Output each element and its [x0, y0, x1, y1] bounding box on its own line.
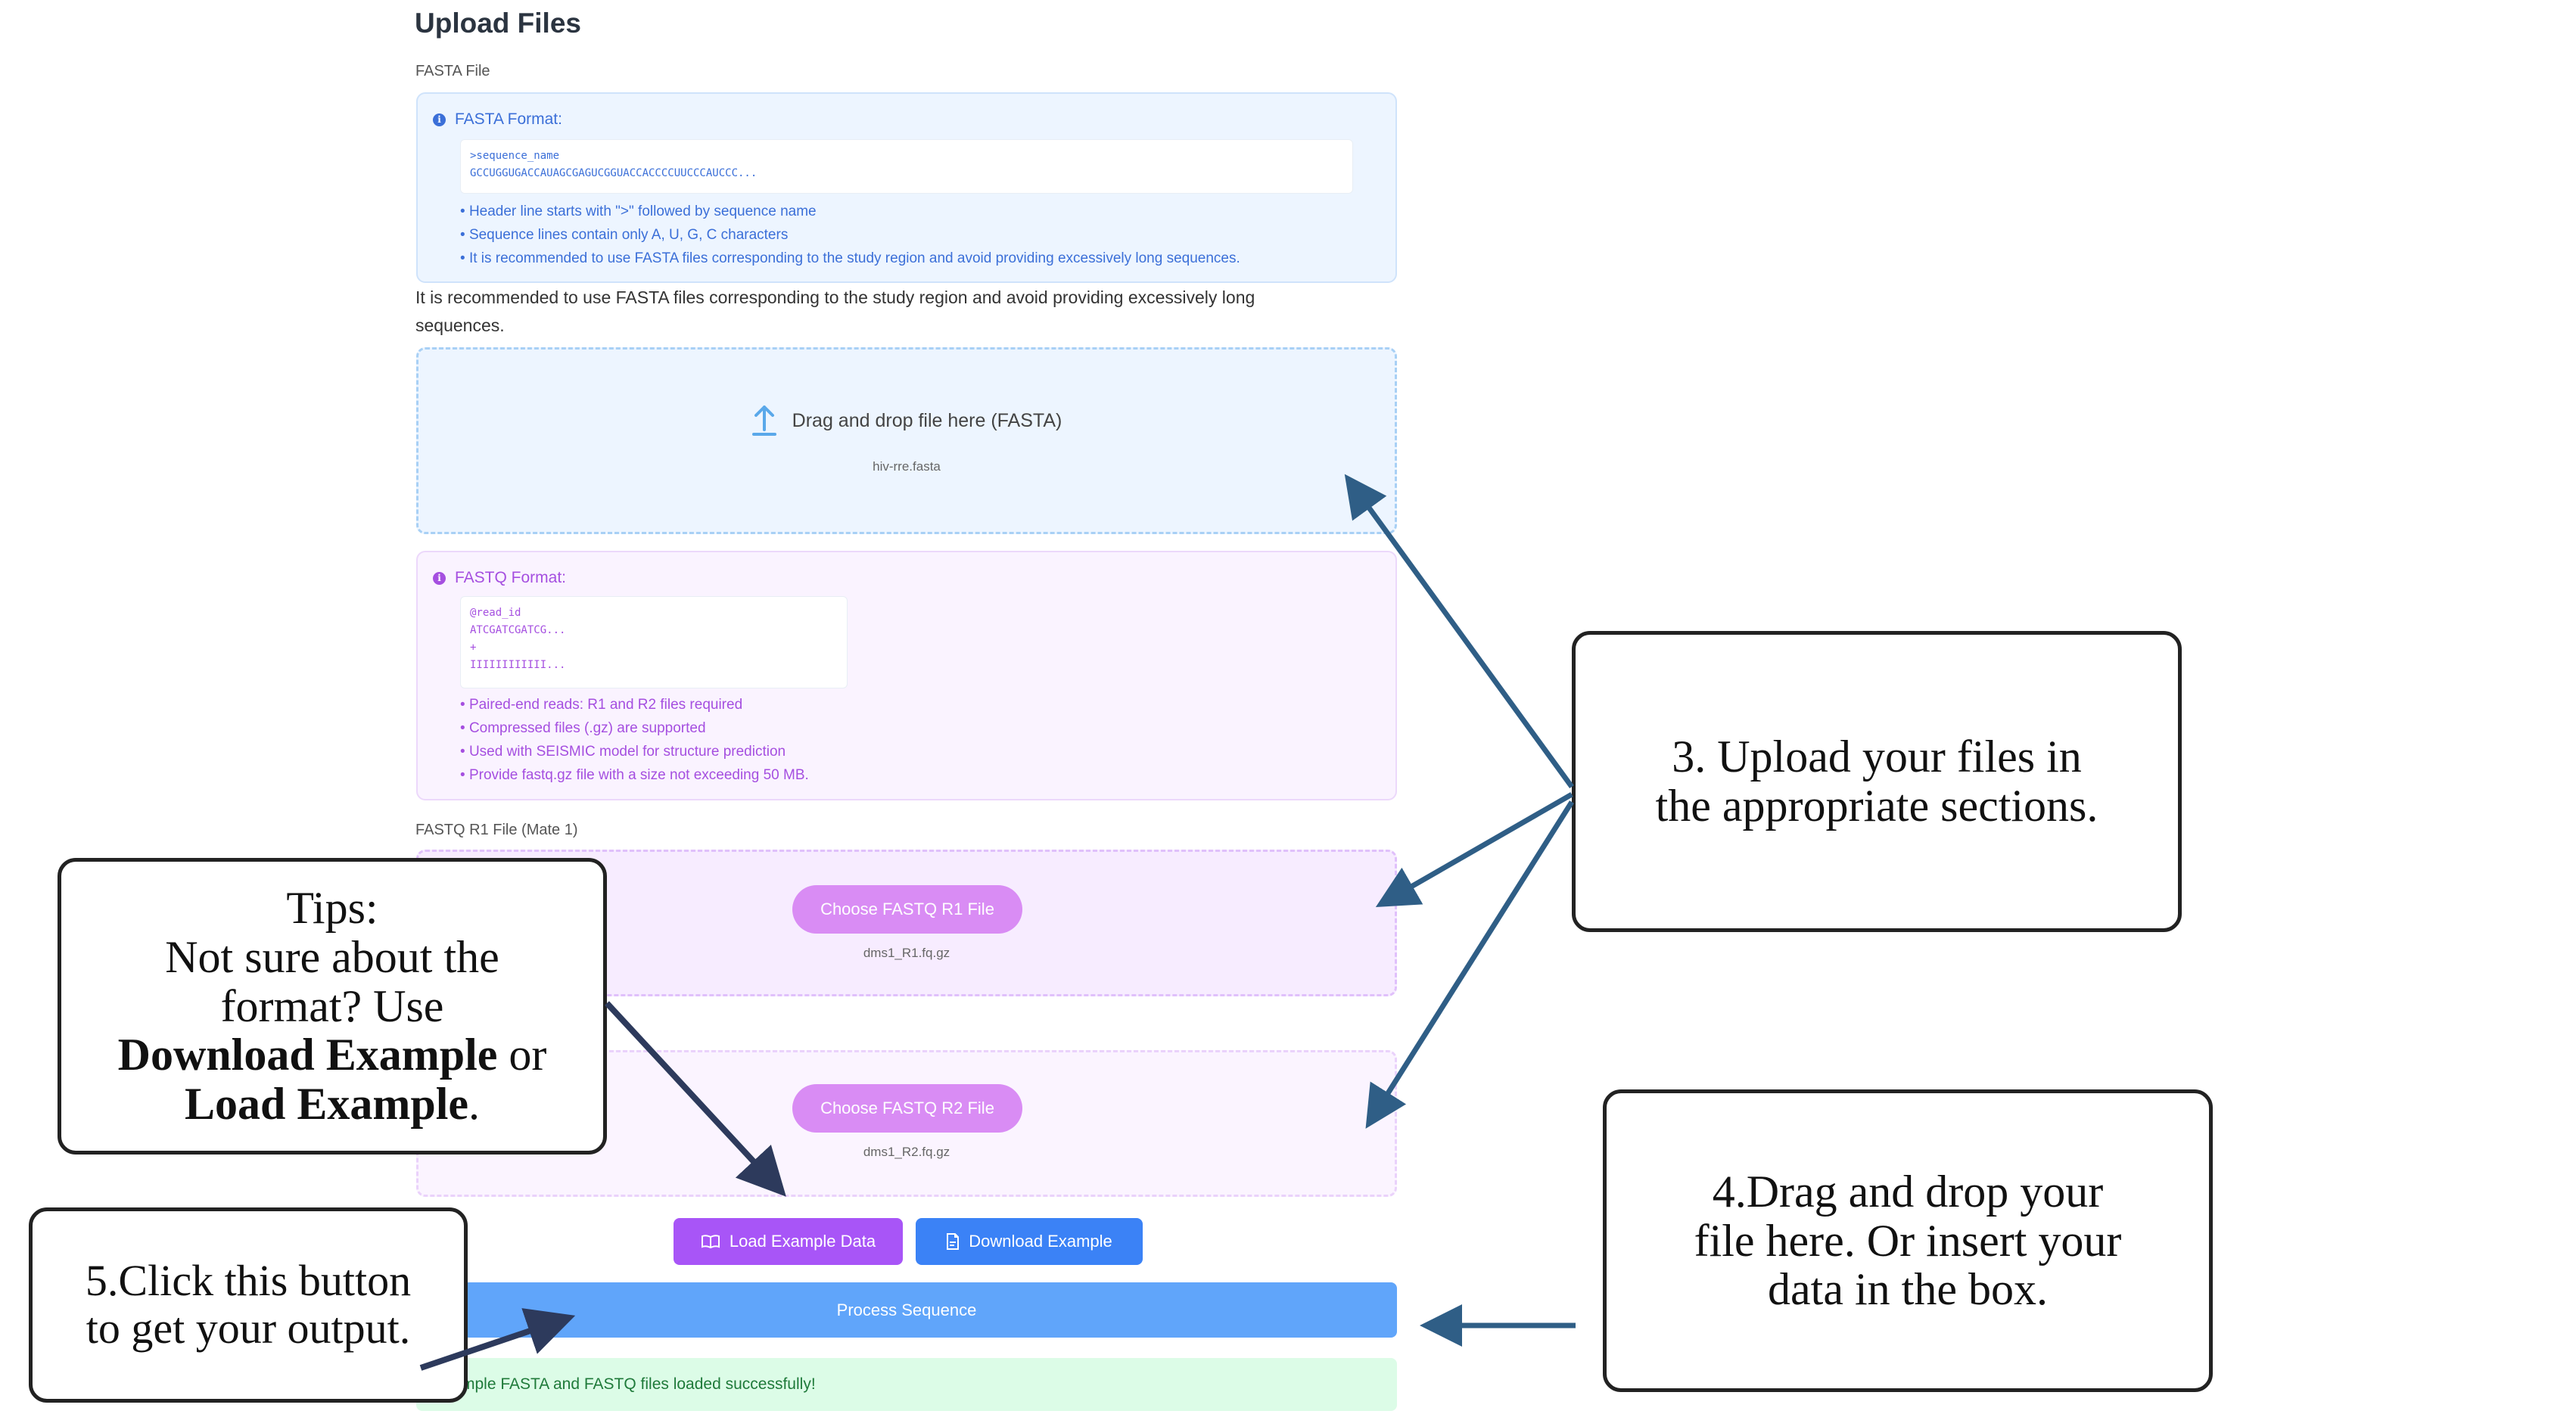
callout-line: 3. Upload your files in: [1672, 732, 2082, 782]
fasta-example-code: >sequence_name GCCUGGUGACCAUAGCGAGUCGGUA…: [460, 139, 1353, 194]
fasta-format-panel: i FASTA Format: >sequence_name GCCUGGUGA…: [416, 92, 1397, 283]
fasta-filename: hiv-rre.fasta: [873, 459, 941, 474]
fastq-format-panel: i FASTQ Format: @read_id ATCGATCGATCG...…: [416, 551, 1397, 800]
tips-title: Tips:: [286, 883, 378, 933]
page-title: Upload Files: [415, 8, 581, 39]
fasta-format-bullets: Header line starts with ">" followed by …: [460, 200, 1240, 270]
tips-bold-download: Download Example: [117, 1030, 498, 1080]
fasta-format-heading: FASTA Format:: [455, 110, 562, 128]
download-example-label: Download Example: [969, 1232, 1112, 1251]
callout-line: to get your output.: [86, 1304, 411, 1353]
fastq-format-bullets: Paired-end reads: R1 and R2 files requir…: [460, 693, 809, 787]
tips-line: Not sure about the: [165, 931, 499, 982]
load-example-label: Load Example Data: [729, 1232, 876, 1251]
fastq-r1-filename: dms1_R1.fq.gz: [863, 946, 950, 960]
fastq-example-code: @read_id ATCGATCGATCG... + IIIIIIIIIIII.…: [460, 596, 848, 688]
list-item: Provide fastq.gz file with a size not ex…: [460, 763, 809, 787]
list-item: Sequence lines contain only A, U, G, C c…: [460, 223, 1240, 247]
callout-line: the appropriate sections.: [1655, 781, 2098, 831]
fasta-drop-zone[interactable]: Drag and drop file here (FASTA) hiv-rre.…: [416, 347, 1397, 534]
file-download-icon: [947, 1233, 960, 1250]
drag-drop-callout: 4.Drag and drop your file here. Or inser…: [1603, 1089, 2213, 1392]
fastq-format-heading: FASTQ Format:: [455, 569, 567, 586]
info-icon: i: [433, 113, 446, 126]
list-item: Header line starts with ">" followed by …: [460, 200, 1240, 223]
click-button-callout: 5.Click this button to get your output.: [29, 1207, 468, 1403]
choose-fastq-r2-button[interactable]: Choose FASTQ R2 File: [792, 1084, 1022, 1133]
success-message: mple FASTA and FASTQ files loaded succes…: [416, 1358, 1397, 1411]
list-item: Used with SEISMIC model for structure pr…: [460, 740, 809, 763]
info-icon: i: [433, 571, 446, 585]
fasta-recommendation-text: It is recommended to use FASTA files cor…: [415, 287, 1255, 335]
callout-line: data in the box.: [1768, 1264, 2048, 1315]
upload-arrow-icon: [751, 406, 776, 436]
tips-end: .: [468, 1079, 481, 1130]
list-item: Compressed files (.gz) are supported: [460, 716, 809, 740]
process-sequence-button[interactable]: Process Sequence: [416, 1282, 1397, 1338]
download-example-button[interactable]: Download Example: [916, 1218, 1143, 1265]
choose-fastq-r1-button[interactable]: Choose FASTQ R1 File: [792, 885, 1022, 934]
callout-line: 5.Click this button: [85, 1256, 412, 1306]
load-example-button[interactable]: Load Example Data: [674, 1218, 903, 1265]
callout-line: file here. Or insert your: [1694, 1215, 2122, 1266]
fastq-r2-filename: dms1_R2.fq.gz: [863, 1145, 950, 1159]
fasta-drop-label: Drag and drop file here (FASTA): [792, 409, 1062, 431]
list-item: It is recommended to use FASTA files cor…: [460, 247, 1240, 270]
fastq-r1-label: FASTQ R1 File (Mate 1): [415, 822, 578, 838]
tips-bold-load: Load Example: [184, 1079, 469, 1130]
upload-files-callout: 3. Upload your files in the appropriate …: [1572, 631, 2182, 932]
arrow-to-r2-drop: [1365, 800, 1574, 1129]
tips-line: format? Use: [220, 980, 444, 1031]
arrow-to-r1-drop: [1375, 791, 1573, 907]
tips-or: or: [497, 1030, 547, 1080]
book-icon: [701, 1235, 720, 1249]
fasta-file-label: FASTA File: [415, 63, 490, 79]
tips-callout: Tips: Not sure about the format? Use Dow…: [58, 858, 607, 1155]
callout-line: 4.Drag and drop your: [1712, 1166, 2104, 1217]
list-item: Paired-end reads: R1 and R2 files requir…: [460, 693, 809, 716]
